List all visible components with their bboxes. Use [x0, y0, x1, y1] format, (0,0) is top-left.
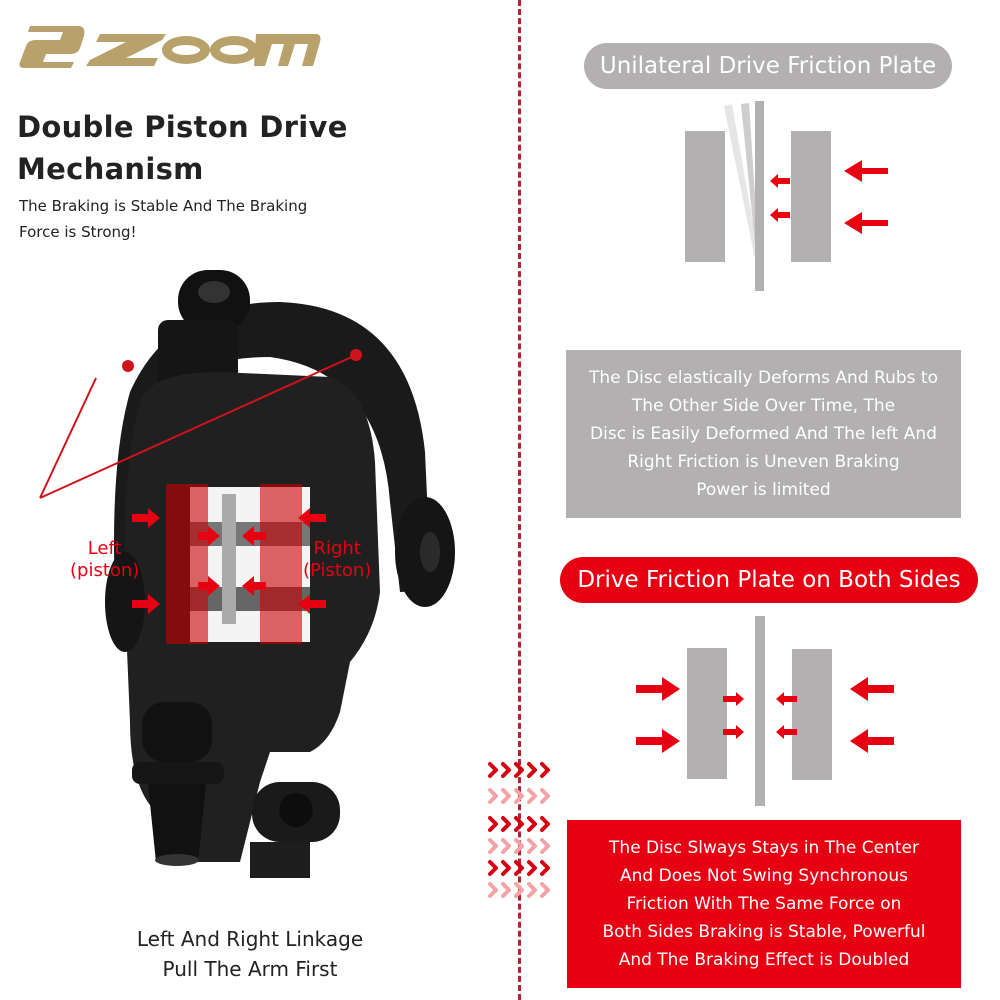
left-piston-label-line-2: (piston) — [70, 560, 140, 581]
unilateral-description: The Disc elastically Deforms And Rubs to… — [566, 350, 961, 518]
unilateral-desc-line-3: Disc is Easily Deformed And The left And — [590, 424, 937, 444]
right-piston-label: Right (Piston) — [303, 538, 371, 582]
caption: Left And Right Linkage Pull The Arm Firs… — [100, 924, 400, 984]
caption-line-2: Pull The Arm First — [162, 957, 338, 981]
title-line-1: Double Piston Drive — [17, 110, 348, 144]
page-title: Double Piston Drive Mechanism — [17, 106, 348, 190]
subtitle: The Braking is Stable And The Braking Fo… — [19, 193, 307, 245]
dashed-divider — [518, 0, 521, 1000]
unilateral-desc-line-2: The Other Side Over Time, The — [631, 396, 896, 416]
caption-line-1: Left And Right Linkage — [136, 927, 364, 951]
right-piston-label-line-1: Right — [313, 538, 361, 559]
subtitle-line-2: Force is Strong! — [19, 223, 137, 241]
brake-caliper-image — [39, 270, 455, 878]
unilateral-diagram — [685, 101, 888, 291]
both-sides-diagram — [636, 616, 894, 806]
both-sides-desc-line-2: And Does Not Swing Synchronous — [620, 866, 908, 886]
both-sides-desc-line-1: The Disc Slways Stays in The Center — [609, 838, 919, 858]
unilateral-desc-line-4: Right Friction is Uneven Braking — [627, 452, 900, 472]
zoom-logo — [19, 26, 321, 68]
left-piston-label: Left (piston) — [70, 538, 139, 582]
unilateral-desc-line-5: Power is limited — [696, 480, 831, 500]
both-sides-desc-line-4: Both Sides Braking is Stable, Powerful — [602, 922, 926, 942]
both-sides-heading: Drive Friction Plate on Both Sides — [560, 557, 978, 603]
title-line-2: Mechanism — [17, 152, 204, 186]
unilateral-heading: Unilateral Drive Friction Plate — [584, 43, 952, 89]
left-piston-label-line-1: Left — [87, 538, 122, 559]
unilateral-desc-line-1: The Disc elastically Deforms And Rubs to — [589, 368, 938, 388]
both-sides-desc-line-5: And The Braking Effect is Doubled — [618, 950, 910, 970]
right-piston-label-line-2: (Piston) — [303, 560, 372, 581]
both-sides-description: The Disc Slways Stays in The Center And … — [567, 820, 961, 988]
subtitle-line-1: The Braking is Stable And The Braking — [19, 197, 308, 215]
both-sides-desc-line-3: Friction With The Same Force on — [626, 894, 902, 914]
chevron-arrows-icon — [488, 762, 550, 898]
